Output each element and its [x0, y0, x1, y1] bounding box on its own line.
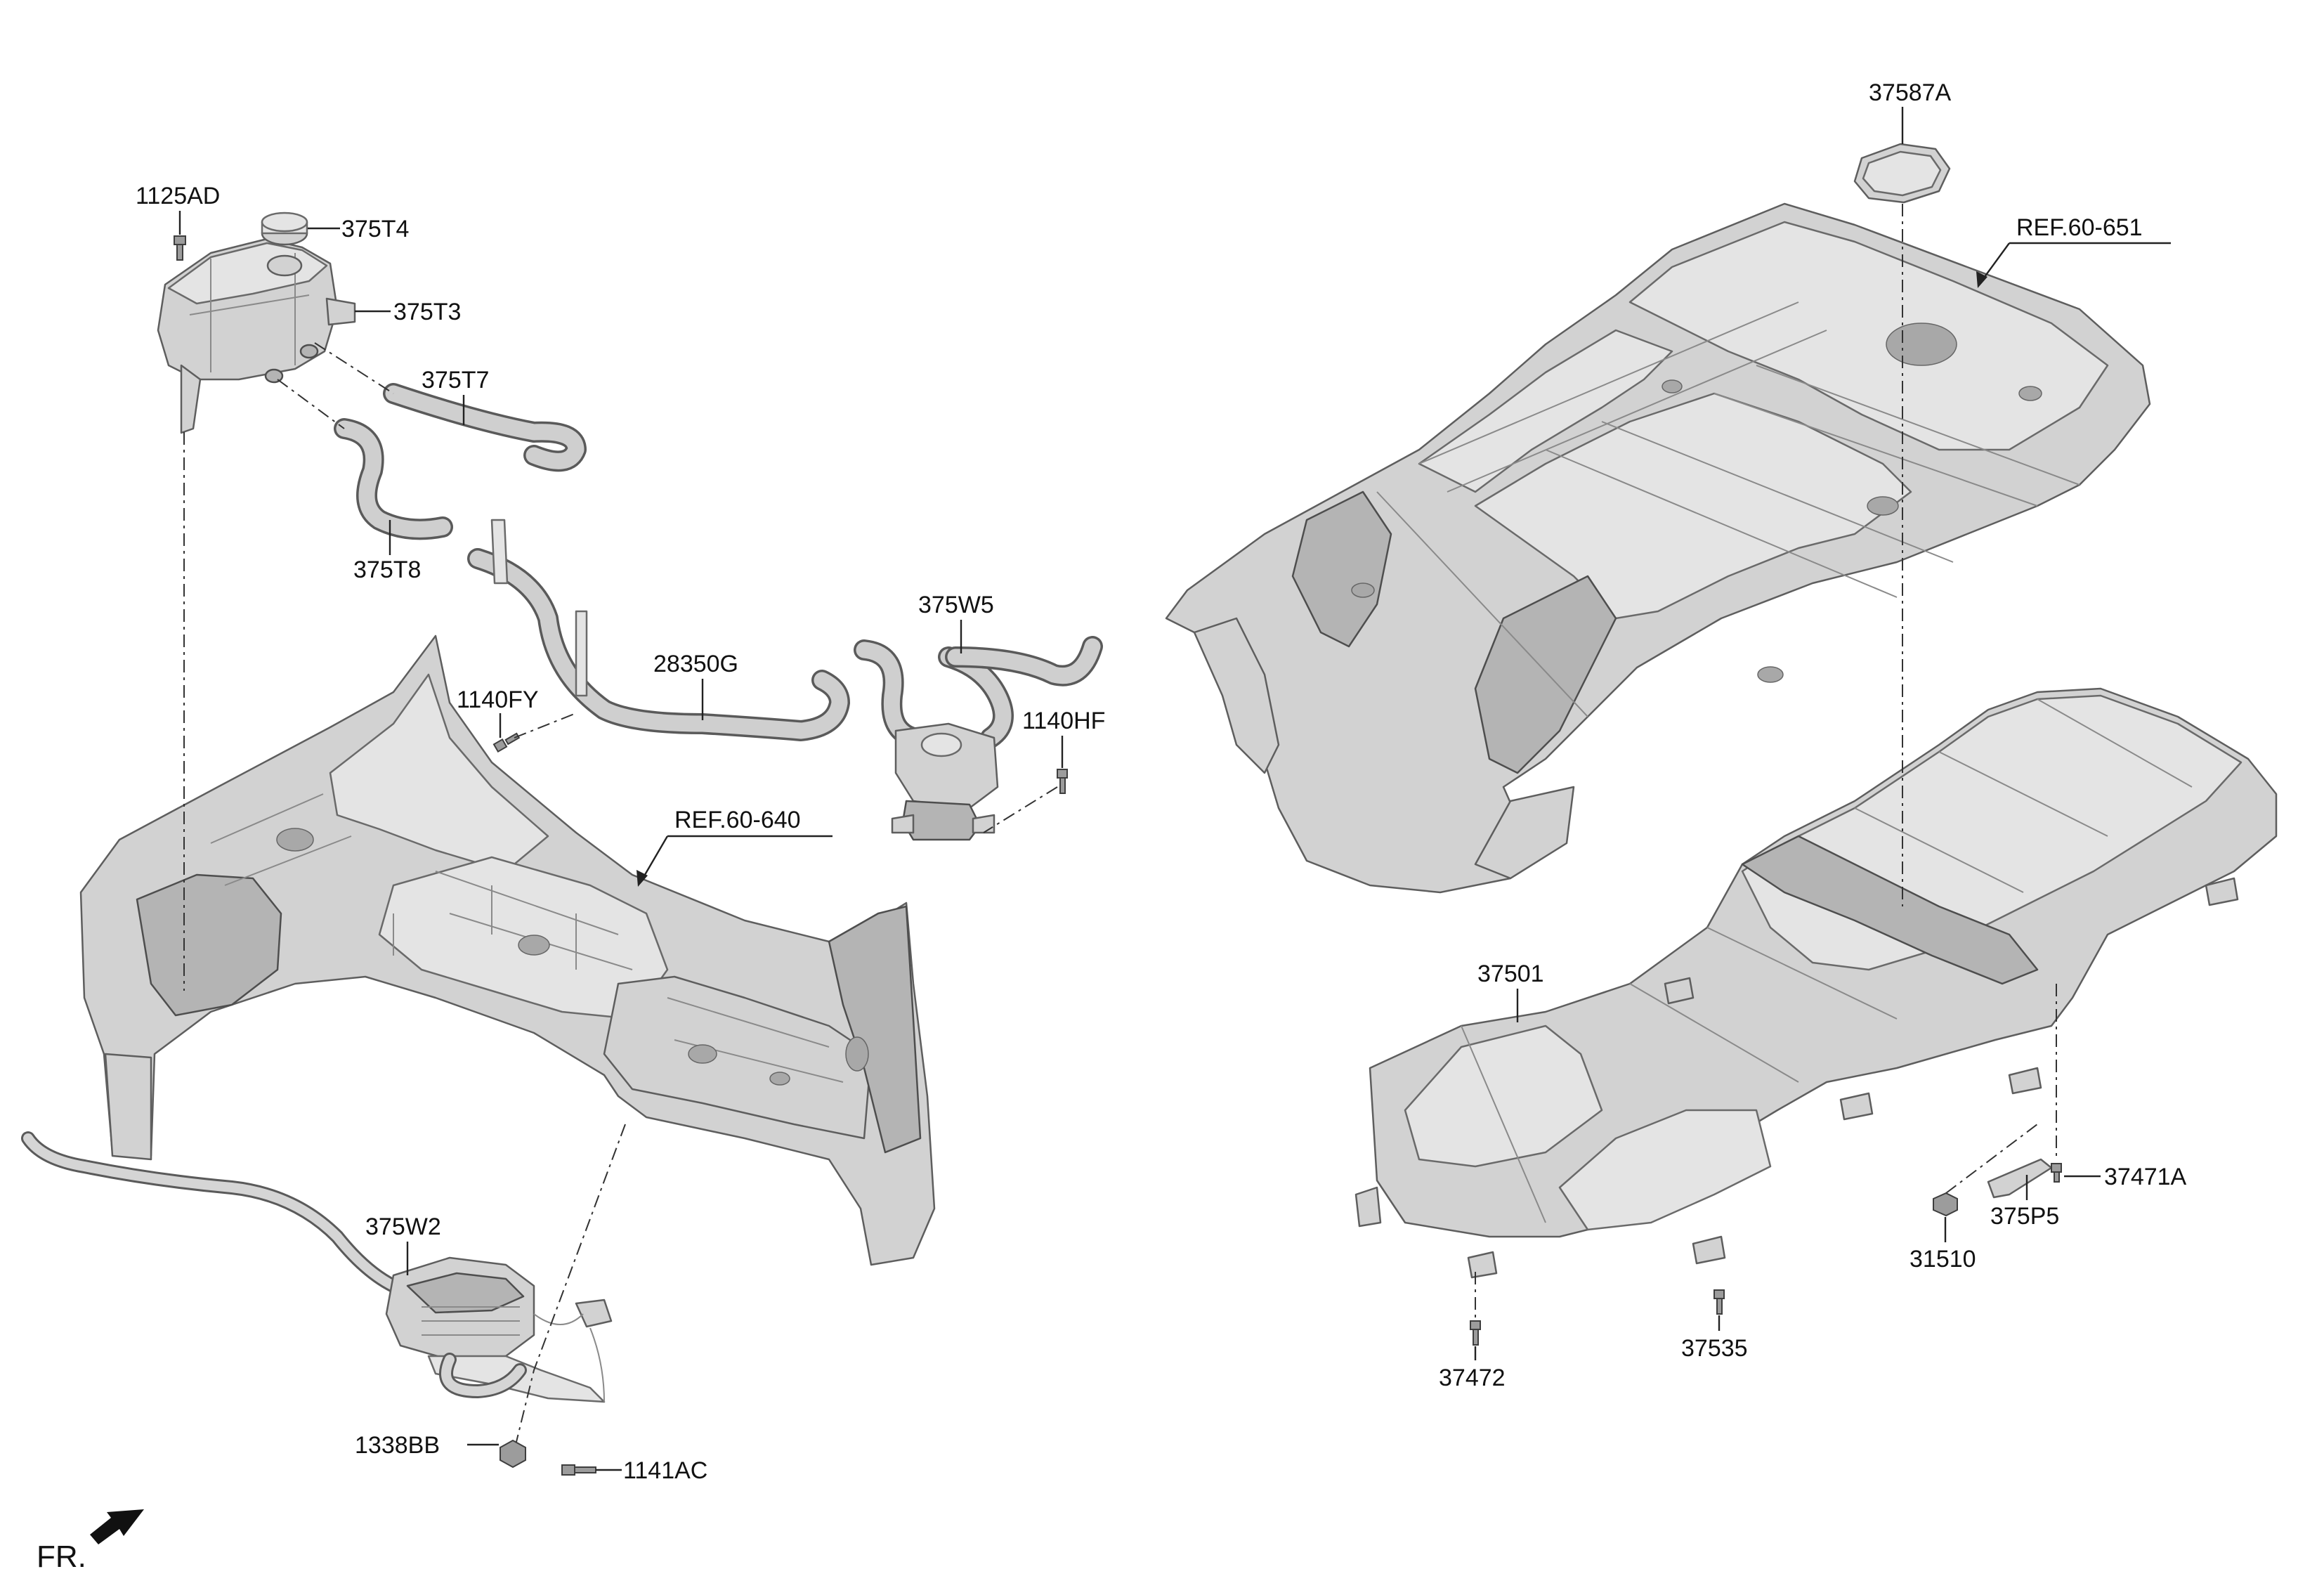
svg-text:31510: 31510 [1910, 1246, 1976, 1273]
svg-text:375W2: 375W2 [365, 1213, 441, 1240]
callout-37472: 37472 [1439, 1346, 1506, 1391]
svg-text:1140FY: 1140FY [457, 686, 539, 713]
bolt-37535 [1713, 1289, 1725, 1315]
svg-text:1338BB: 1338BB [355, 1432, 440, 1459]
callout-31510: 31510 [1910, 1217, 1976, 1273]
heater-375W2 [385, 1256, 613, 1403]
align-line-t8 [277, 379, 345, 429]
front-arrow-icon [90, 1509, 144, 1544]
bolt-1140HF [1057, 769, 1068, 794]
coolant-reservoir [157, 237, 356, 434]
reservoir-cap [261, 211, 308, 246]
svg-text:1140HF: 1140HF [1022, 708, 1105, 734]
plug-37587A [1853, 143, 1951, 204]
svg-text:375T4: 375T4 [341, 216, 409, 242]
svg-text:375W5: 375W5 [918, 592, 994, 618]
callout-375W5: 375W5 [918, 592, 994, 653]
callout-28350G: 28350G [653, 651, 738, 720]
svg-text:1125AD: 1125AD [136, 183, 220, 209]
svg-text:375P5: 375P5 [1990, 1203, 2059, 1230]
bolt-1125AD [174, 235, 186, 261]
align-line-heater [516, 1124, 626, 1443]
callout-1125AD: 1125AD [136, 183, 220, 235]
callout-37535: 37535 [1681, 1315, 1748, 1362]
callout-375T7: 375T7 [422, 367, 489, 425]
svg-text:375T8: 375T8 [353, 557, 421, 583]
callout-375P5: 375P5 [1990, 1175, 2059, 1230]
water-valve [891, 722, 999, 841]
svg-text:28350G: 28350G [653, 651, 738, 677]
svg-text:REF.60-640: REF.60-640 [674, 807, 801, 833]
svg-text:37535: 37535 [1681, 1335, 1748, 1362]
svg-text:375T7: 375T7 [422, 367, 489, 393]
bolt-37471A [2051, 1163, 2062, 1183]
front-direction-indicator: FR. [37, 1509, 144, 1574]
callout-37501: 37501 [1477, 961, 1544, 1022]
align-line-1140fy [514, 712, 577, 738]
align-line-t7 [314, 342, 394, 394]
callout-375T8: 375T8 [353, 520, 421, 583]
battery-pack-37501 [1354, 687, 2278, 1279]
callout-375W2: 375W2 [365, 1213, 441, 1275]
svg-text:37501: 37501 [1477, 961, 1544, 987]
nut-31510 [1933, 1192, 1958, 1217]
callout-1338BB: 1338BB [355, 1432, 499, 1459]
bolt-37472 [1470, 1320, 1481, 1346]
callout-37471A: 37471A [2064, 1164, 2187, 1190]
rear-floor-structure [1165, 202, 2151, 894]
callout-375T3: 375T3 [355, 299, 461, 325]
hose-375T7 [383, 383, 587, 472]
front-body-structure [79, 634, 936, 1266]
coolant-pipe-lower [21, 1131, 400, 1293]
align-line-31510 [1945, 1124, 2038, 1194]
callout-1140FY: 1140FY [457, 686, 539, 738]
callout-ref60651: REF.60-651 [1976, 214, 2171, 288]
callout-37587A: 37587A [1869, 79, 1952, 144]
hose-375T8 [334, 418, 453, 540]
nut-1338BB [500, 1439, 526, 1469]
callout-1141AC: 1141AC [596, 1457, 707, 1484]
svg-text:37472: 37472 [1439, 1365, 1506, 1391]
callout-375T4: 375T4 [308, 216, 409, 242]
bolt-1141AC [561, 1464, 596, 1476]
svg-text:375T3: 375T3 [393, 299, 461, 325]
align-line-1140hf [983, 786, 1058, 833]
svg-text:REF.60-651: REF.60-651 [2016, 214, 2143, 241]
callout-1140HF: 1140HF [1022, 708, 1105, 768]
svg-text:37587A: 37587A [1869, 79, 1952, 106]
svg-text:FR.: FR. [37, 1540, 86, 1574]
bracket-375P5 [1987, 1158, 2053, 1199]
callout-ref60640: REF.60-640 [637, 807, 833, 887]
svg-text:37471A: 37471A [2104, 1164, 2187, 1190]
hose-28350G [467, 519, 850, 741]
svg-text:1141AC: 1141AC [623, 1457, 707, 1484]
bolt-1140FY [492, 732, 521, 753]
